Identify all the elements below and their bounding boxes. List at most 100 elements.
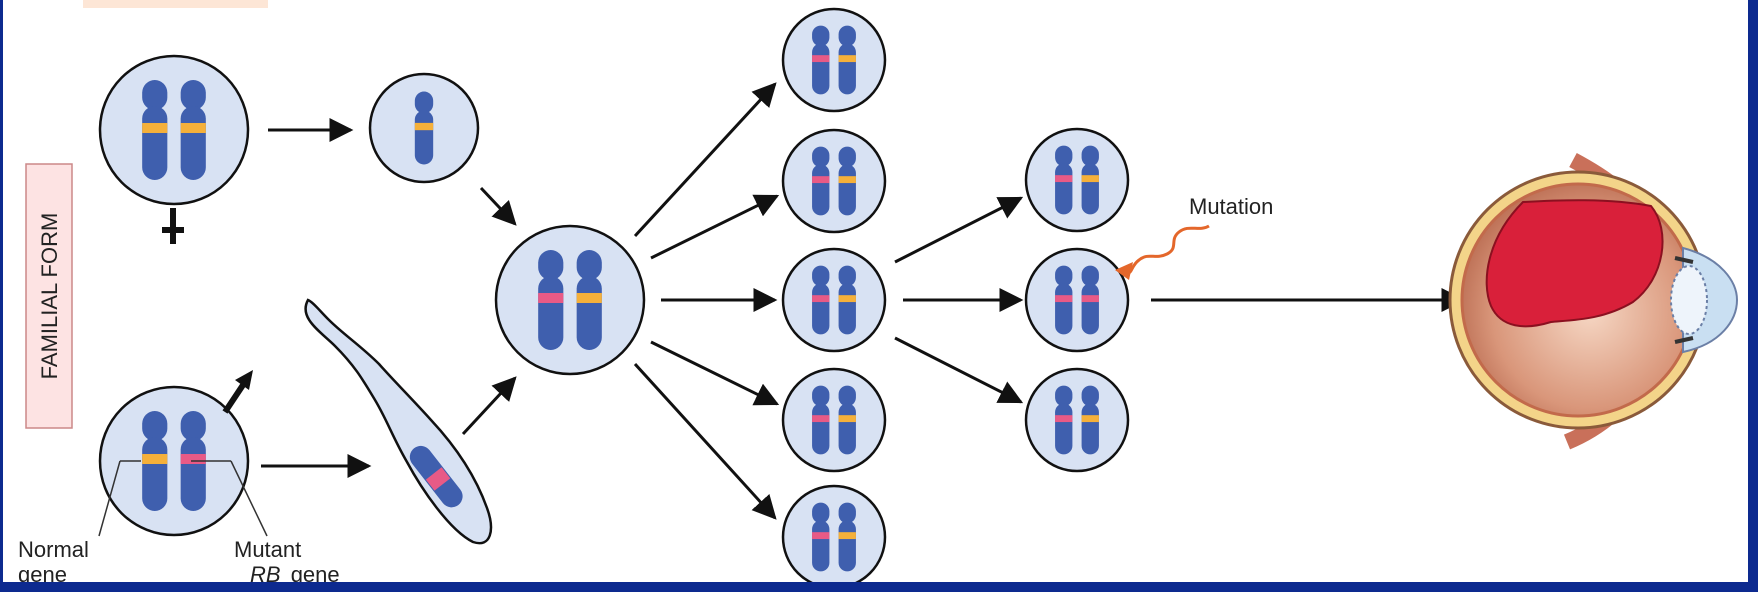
chromosome bbox=[142, 80, 168, 180]
cell-division-5 bbox=[781, 484, 887, 582]
cell-membrane bbox=[1024, 247, 1130, 353]
cell-membrane bbox=[781, 247, 887, 353]
bottom-frame-bar bbox=[0, 582, 1758, 592]
chromosome bbox=[180, 80, 206, 180]
arrow-zygote-to-cell5 bbox=[633, 362, 777, 520]
chromosome bbox=[812, 146, 830, 216]
cell-division-1 bbox=[781, 7, 887, 113]
arrow-cell3-to-lower bbox=[894, 336, 1024, 404]
diagram-canvas: FAMILIAL FORM bbox=[3, 0, 1748, 582]
normal-rb-band bbox=[142, 123, 168, 133]
svg-text:Mutant: Mutant bbox=[234, 537, 301, 562]
familial-form-label: FAMILIAL FORM bbox=[37, 213, 62, 380]
chromosome bbox=[538, 250, 564, 350]
male-symbol-icon bbox=[222, 370, 253, 414]
chromosome bbox=[1081, 385, 1099, 455]
arrow-sperm-to-zygote bbox=[461, 376, 517, 436]
cell-membrane bbox=[781, 7, 887, 113]
mutant-rb-band bbox=[1081, 295, 1099, 303]
arrow-zygote-to-cell1 bbox=[633, 82, 777, 238]
chromosome bbox=[812, 502, 830, 572]
normal-rb-band bbox=[1081, 175, 1099, 183]
normal-rb-band bbox=[1081, 415, 1099, 423]
mutant-rb-band bbox=[1055, 175, 1073, 183]
cell-membrane bbox=[781, 128, 887, 234]
chromosome bbox=[414, 91, 434, 165]
cell-membrane bbox=[98, 385, 250, 537]
normal-rb-band bbox=[414, 122, 434, 131]
mutant-gene-label-line1: Mutant bbox=[234, 537, 301, 562]
chromosome bbox=[838, 25, 856, 95]
svg-text:Normal: Normal bbox=[18, 537, 89, 562]
normal-gene-callout: Normal gene bbox=[18, 460, 141, 582]
mutant-rb-band bbox=[538, 293, 564, 303]
cell-division-3 bbox=[781, 247, 887, 353]
cell-retina-mutated bbox=[1024, 247, 1130, 353]
cell-retina-lower bbox=[1024, 367, 1130, 473]
chromosome bbox=[812, 265, 830, 335]
chromosome bbox=[1081, 265, 1099, 335]
cell-division-4 bbox=[781, 367, 887, 473]
familial-form-label-box: FAMILIAL FORM bbox=[25, 163, 73, 429]
normal-rb-band bbox=[838, 295, 856, 303]
chromosome bbox=[838, 146, 856, 216]
cells-layer bbox=[98, 7, 1130, 582]
cell-membrane bbox=[98, 54, 250, 206]
chromosome bbox=[812, 25, 830, 95]
mutant-rb-band bbox=[812, 55, 830, 63]
svg-text:gene: gene bbox=[18, 562, 67, 582]
female-symbol-icon bbox=[162, 208, 184, 244]
mutant-gene-callout: Mutant RB gene bbox=[191, 460, 340, 582]
mutant-rb-band bbox=[1055, 295, 1073, 303]
arrow-haploid-to-zygote bbox=[479, 186, 517, 226]
chromosome bbox=[576, 250, 602, 350]
chromosome bbox=[180, 411, 206, 511]
arrow-cell3-to-upper bbox=[894, 196, 1024, 264]
normal-rb-band bbox=[838, 415, 856, 423]
chromosome bbox=[1081, 145, 1099, 215]
normal-gene-label-line1: Normal bbox=[18, 537, 89, 562]
svg-text:RB gene: RB gene bbox=[250, 562, 340, 582]
cropped-title-box bbox=[83, 0, 268, 8]
cell-sperm-precursor bbox=[98, 385, 250, 537]
chromosome bbox=[838, 385, 856, 455]
retinoblastoma-familial-diagram: FAMILIAL FORM bbox=[18, 0, 1739, 582]
chromosome bbox=[812, 385, 830, 455]
arrow-zygote-to-cell4 bbox=[650, 340, 780, 406]
chromosome bbox=[1055, 265, 1073, 335]
mutant-rb-band bbox=[180, 454, 206, 464]
normal-rb-band bbox=[838, 532, 856, 540]
chromosome bbox=[838, 265, 856, 335]
cell-membrane bbox=[1024, 127, 1130, 233]
arrow-zygote-to-cell2 bbox=[650, 194, 780, 260]
normal-rb-band bbox=[838, 55, 856, 63]
cell-egg-haploid bbox=[368, 72, 480, 184]
mutant-gene-label-gene: gene bbox=[291, 562, 340, 582]
mutant-rb-band bbox=[812, 532, 830, 540]
eye-with-tumor-illustration bbox=[1448, 152, 1739, 450]
arrows-layer bbox=[261, 82, 1466, 520]
chromosome bbox=[838, 502, 856, 572]
mutant-rb-band bbox=[812, 295, 830, 303]
cell-membrane bbox=[494, 224, 646, 376]
normal-rb-band bbox=[142, 454, 168, 464]
cell-retina-upper bbox=[1024, 127, 1130, 233]
mutation-label: Mutation bbox=[1189, 194, 1273, 219]
sperm-cell bbox=[304, 298, 493, 545]
normal-rb-band bbox=[838, 176, 856, 184]
cell-egg-precursor bbox=[98, 54, 250, 206]
normal-rb-band bbox=[576, 293, 602, 303]
chromosome bbox=[1055, 385, 1073, 455]
chromosome bbox=[1055, 145, 1073, 215]
mutation-squiggle-icon bbox=[1115, 224, 1210, 280]
normal-gene-label-line2: gene bbox=[18, 562, 67, 582]
mutant-rb-band bbox=[812, 176, 830, 184]
mutant-gene-label-rb: RB bbox=[250, 562, 281, 582]
cell-division-2 bbox=[781, 128, 887, 234]
normal-rb-band bbox=[180, 123, 206, 133]
cell-membrane bbox=[781, 484, 887, 582]
cell-membrane bbox=[781, 367, 887, 473]
mutant-rb-band bbox=[812, 415, 830, 423]
cell-zygote bbox=[494, 224, 646, 376]
